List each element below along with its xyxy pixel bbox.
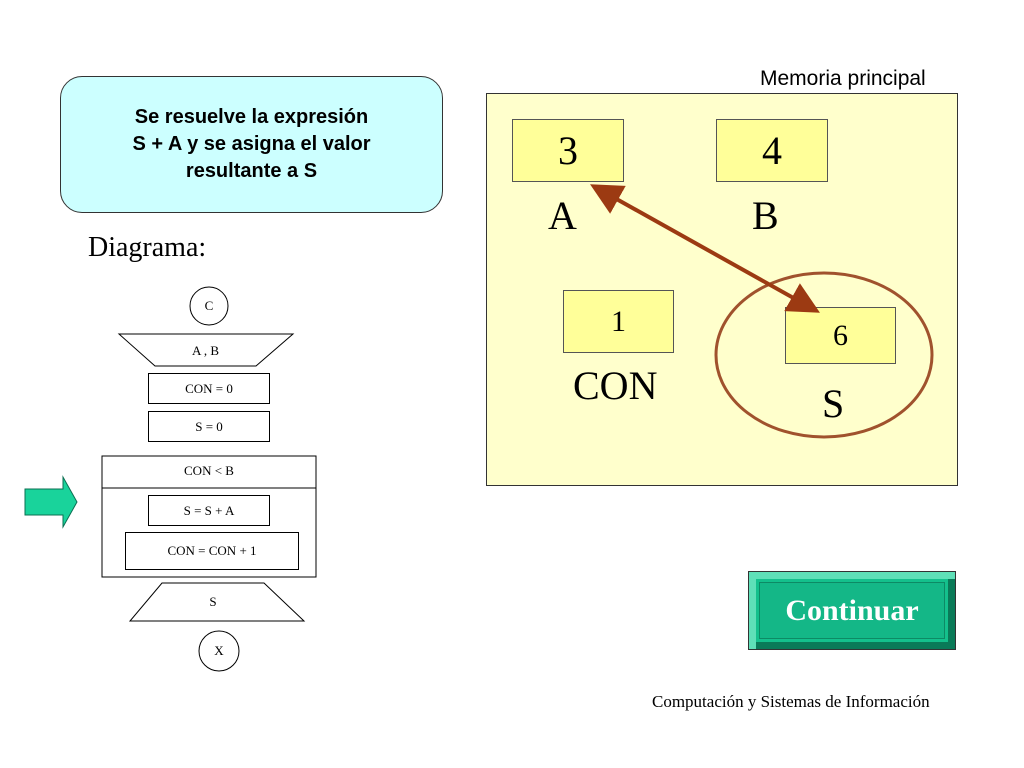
flow-end-label: X — [214, 643, 224, 658]
flow-start-label: C — [204, 298, 214, 313]
flow-init-con: CON = 0 — [148, 373, 270, 404]
callout-line-3: resultante a S — [185, 160, 318, 182]
diagram-label: Diagrama: — [88, 232, 207, 263]
flow-output-shape — [128, 582, 306, 622]
flow-input-label: A , B — [191, 343, 220, 358]
flow-init-s: S = 0 — [148, 411, 270, 442]
continue-button[interactable]: Continuar — [748, 571, 956, 650]
highlight-circle — [714, 271, 934, 439]
memory-cell-b: 4 — [716, 119, 828, 182]
memory-label-a: A — [548, 193, 577, 238]
flow-loop-condition: CON < B — [184, 463, 234, 478]
memory-label-con: CON — [573, 363, 658, 408]
flow-loop-increment: CON = CON + 1 — [125, 532, 299, 570]
flow-loop-sum: S = S + A — [148, 495, 270, 526]
current-step-pointer-icon — [24, 475, 78, 529]
memory-title: Memoria principal — [760, 67, 926, 90]
flow-output-label: S — [209, 594, 217, 609]
memory-cell-s: 6 — [785, 307, 896, 364]
memory-label-s: S — [822, 381, 845, 426]
callout-line-1: Se resuelve la expresión — [134, 106, 369, 128]
continue-button-label: Continuar — [759, 582, 945, 639]
sum-arrow — [590, 184, 820, 313]
flow-start-connector — [189, 286, 229, 326]
footer-text: Computación y Sistemas de Información — [652, 692, 930, 711]
flow-end-connector — [198, 630, 240, 672]
explanation-callout: Se resuelve la expresión S + A y se asig… — [60, 76, 443, 213]
callout-line-2: S + A y se asigna el valor — [132, 133, 371, 155]
memory-cell-a: 3 — [512, 119, 624, 182]
flow-input-shape — [117, 333, 295, 367]
